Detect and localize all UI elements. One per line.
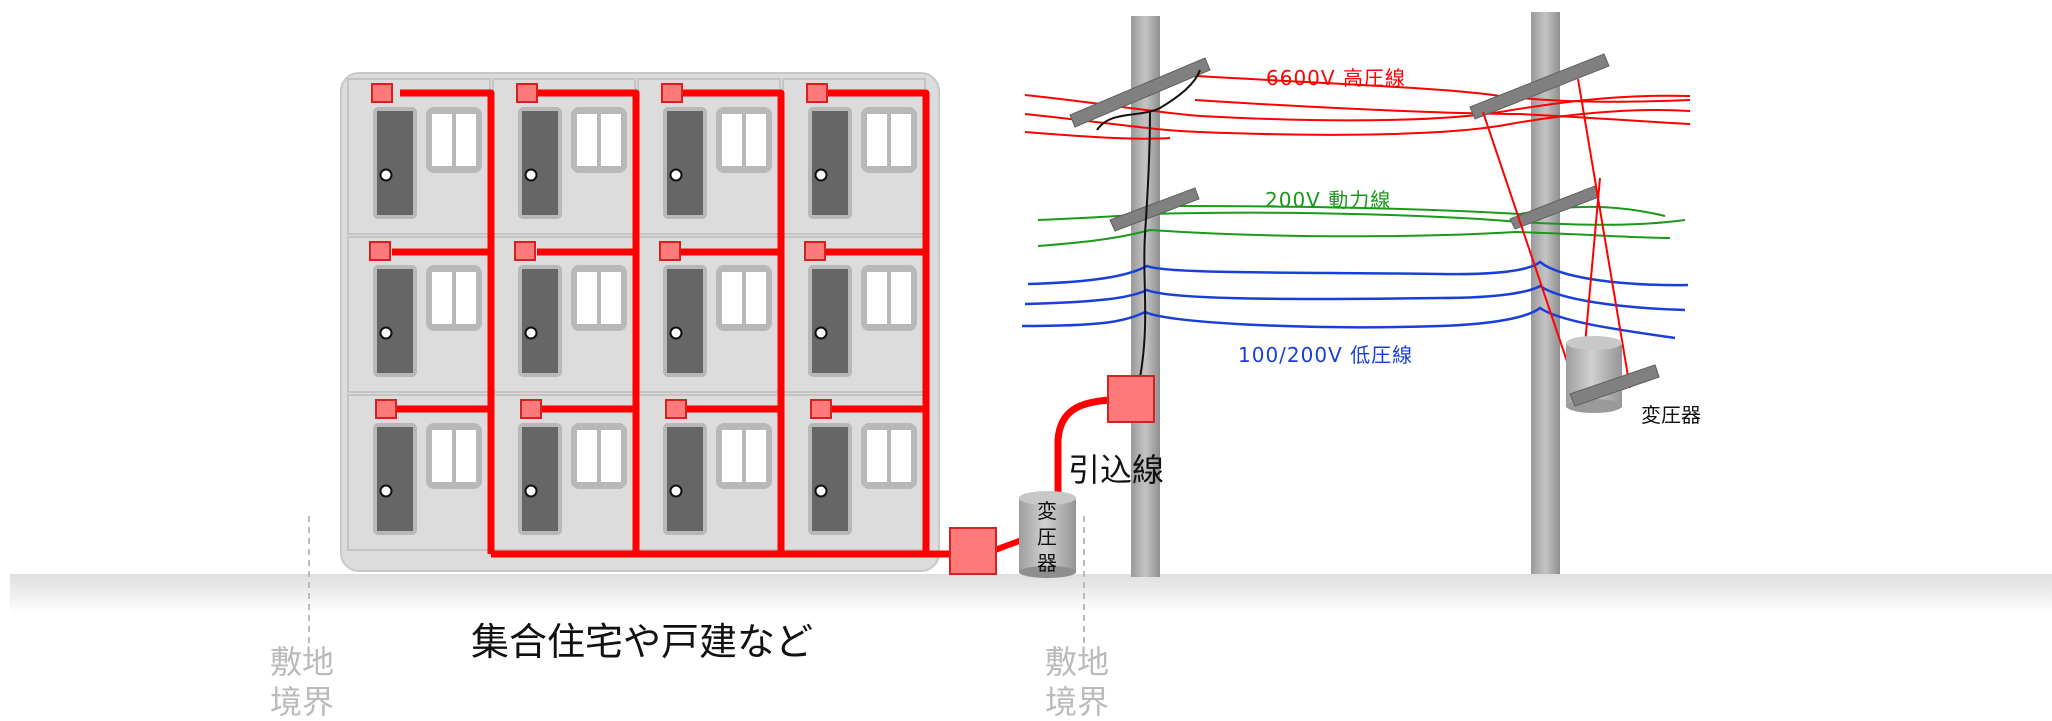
ground-transformer-label-2: 圧 bbox=[1037, 525, 1057, 549]
window-pane-left bbox=[432, 114, 452, 166]
door-knob bbox=[524, 484, 538, 498]
apartment-unit bbox=[637, 236, 781, 393]
window-pane-left bbox=[577, 430, 597, 482]
door-knob bbox=[814, 326, 828, 340]
door bbox=[667, 269, 703, 373]
window-pane-left bbox=[867, 272, 887, 324]
unit-meter-box bbox=[371, 83, 393, 103]
apartment-unit bbox=[782, 78, 926, 235]
ground-transformer-label-3: 器 bbox=[1037, 551, 1057, 575]
window-pane-right bbox=[456, 430, 476, 482]
window-pane-left bbox=[722, 272, 742, 324]
apartment-unit bbox=[637, 78, 781, 235]
window-pane-right bbox=[601, 114, 621, 166]
unit-meter-box bbox=[806, 83, 828, 103]
site-boundary-left-label-2: 境界 bbox=[270, 683, 334, 721]
door bbox=[812, 269, 848, 373]
window-pane-left bbox=[577, 272, 597, 324]
door-knob bbox=[669, 168, 683, 182]
building-entry-box bbox=[949, 527, 997, 575]
low-voltage-label: 100/200V 低圧線 bbox=[1238, 343, 1413, 367]
building-wiring bbox=[392, 89, 975, 558]
window-pane-left bbox=[867, 430, 887, 482]
unit-meter-box bbox=[369, 241, 391, 261]
unit-cell bbox=[347, 394, 491, 551]
site-boundary-left-label-1: 敷地 bbox=[270, 643, 334, 681]
apartment-unit bbox=[782, 236, 926, 393]
door bbox=[812, 427, 848, 531]
door bbox=[522, 427, 558, 531]
window-pane-left bbox=[722, 114, 742, 166]
unit-meter-box bbox=[661, 83, 683, 103]
high-voltage-label: 6600V 高圧線 bbox=[1266, 66, 1406, 90]
service-cable-black bbox=[1096, 69, 1201, 379]
window-pane-right bbox=[601, 272, 621, 324]
apartment-unit bbox=[782, 394, 926, 551]
window-pane-right bbox=[891, 430, 911, 482]
service-drop-cable bbox=[1054, 396, 1111, 500]
door-knob bbox=[379, 168, 393, 182]
apartment-units bbox=[347, 78, 926, 551]
unit-meter-box bbox=[810, 399, 832, 419]
apartment-building bbox=[340, 72, 940, 572]
door-knob bbox=[669, 484, 683, 498]
building-caption: 集合住宅や戸建など bbox=[471, 620, 813, 664]
door-knob bbox=[669, 326, 683, 340]
unit-meter-box bbox=[375, 399, 397, 419]
pole-transformer-label: 変圧器 bbox=[1641, 403, 1701, 427]
service-drop-label: 引込線 bbox=[1068, 451, 1164, 489]
unit-meter-box bbox=[665, 399, 687, 419]
unit-meter-box bbox=[520, 399, 542, 419]
door bbox=[377, 427, 413, 531]
unit-meter-box bbox=[516, 83, 538, 103]
window-pane-right bbox=[746, 430, 766, 482]
window-pane-right bbox=[456, 272, 476, 324]
unit-junction-boxes bbox=[369, 83, 832, 419]
unit-meter-box bbox=[804, 241, 826, 261]
door-knob bbox=[379, 484, 393, 498]
door-knob bbox=[524, 168, 538, 182]
window-pane-left bbox=[867, 114, 887, 166]
unit-meter-box bbox=[659, 241, 681, 261]
window-pane-left bbox=[432, 272, 452, 324]
ground-transformer bbox=[1019, 491, 1076, 578]
window-pane-right bbox=[746, 114, 766, 166]
door bbox=[522, 269, 558, 373]
transformer-mount-arm bbox=[1569, 364, 1660, 407]
apartment-unit bbox=[492, 78, 636, 235]
apartment-unit bbox=[492, 394, 636, 551]
door bbox=[522, 111, 558, 215]
unit-meter-box bbox=[514, 241, 536, 261]
door-knob bbox=[524, 326, 538, 340]
door-knob bbox=[814, 484, 828, 498]
window-pane-left bbox=[432, 430, 452, 482]
door bbox=[377, 111, 413, 215]
window-pane-right bbox=[746, 272, 766, 324]
ground bbox=[10, 574, 2052, 614]
power-line-label: 200V 動力線 bbox=[1265, 188, 1391, 212]
site-boundary-right-label-2: 境界 bbox=[1045, 683, 1109, 721]
window-pane-right bbox=[891, 272, 911, 324]
apartment-unit bbox=[347, 394, 491, 551]
door-knob bbox=[379, 326, 393, 340]
door bbox=[667, 111, 703, 215]
door-knob bbox=[814, 168, 828, 182]
service-junction-box bbox=[1107, 375, 1155, 423]
site-boundary-right-label-1: 敷地 bbox=[1045, 643, 1109, 681]
apartment-unit bbox=[347, 78, 491, 235]
window-pane-right bbox=[891, 114, 911, 166]
apartment-unit bbox=[637, 394, 781, 551]
window-pane-right bbox=[456, 114, 476, 166]
door bbox=[667, 427, 703, 531]
window-pane-left bbox=[577, 114, 597, 166]
door bbox=[377, 269, 413, 373]
ground-transformer-label-1: 変 bbox=[1037, 499, 1057, 523]
low-voltage-lines bbox=[1021, 260, 1689, 340]
window-pane-right bbox=[601, 430, 621, 482]
apartment-unit bbox=[492, 236, 636, 393]
door bbox=[812, 111, 848, 215]
ground-transformer-link bbox=[993, 537, 1024, 553]
window-pane-left bbox=[722, 430, 742, 482]
